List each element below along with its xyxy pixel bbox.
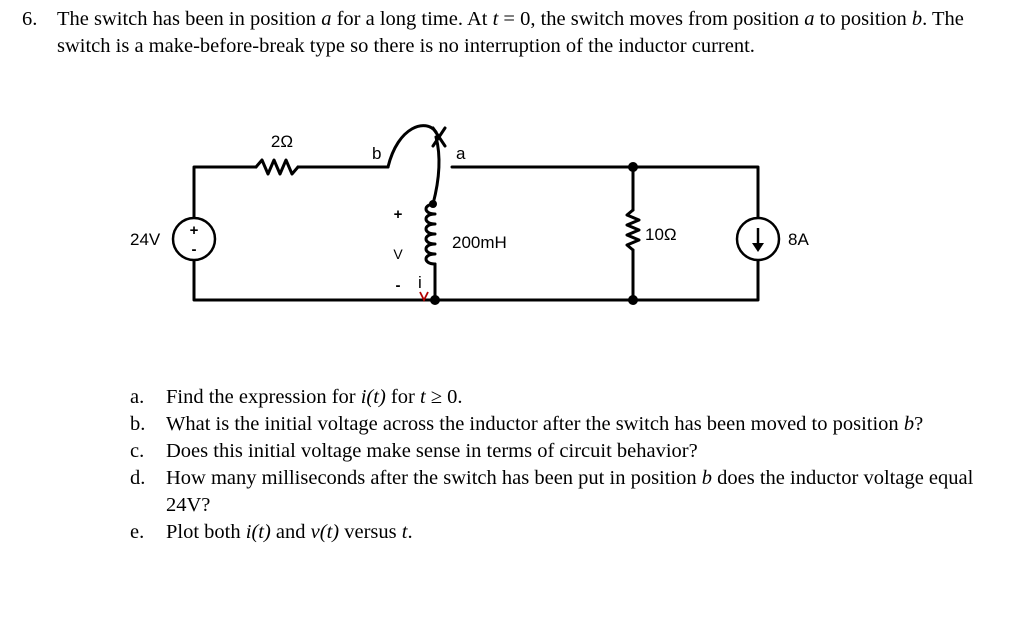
series-resistor-label: 2Ω [271,132,293,151]
problem-statement: 6. The switch has been in position a for… [22,6,1012,60]
switch-blade [386,124,438,169]
question-list: a. Find the expression for i(t) for t ≥ 0… [130,384,1010,546]
question-text: What is the initial voltage across the i… [166,413,924,435]
question-item: c. Does this initial voltage make sense i… [130,438,1010,465]
question-label: b. [130,413,146,435]
switch-pivot-dot [429,200,437,208]
current-source-arrowhead [752,243,764,252]
source-minus-sign: - [192,241,197,258]
question-item: d. How many milliseconds after the switch… [130,465,1010,519]
question-text: Plot both i(t) and v(t) versus t. [166,521,413,543]
source-voltage-label: 24V [130,230,161,249]
question-label: a. [130,386,145,408]
shunt-resistor-label: 10Ω [645,225,677,244]
current-source-label: 8A [788,230,809,249]
series-resistor [254,158,300,176]
question-item: a. Find the expression for i(t) for t ≥ 0… [130,384,1010,411]
shunt-resistor [625,208,641,252]
question-text: Find the expression for i(t) for t ≥ 0. [166,386,463,408]
question-text: Does this initial voltage make sense in … [166,440,698,462]
source-plus-sign: + [190,222,199,239]
inductor-minus-label: - [396,277,401,294]
current-i-label: i [418,273,422,292]
question-text: How many milliseconds after the switch h… [166,467,974,516]
switch-a-label: a [456,144,466,163]
switch-contact-a-mark-2 [431,126,447,148]
wire-bottom-right [433,258,760,302]
voltage-source [171,216,217,262]
switch-b-label: b [372,144,381,163]
question-label: d. [130,467,146,489]
question-item: e. Plot both i(t) and v(t) versus t. [130,519,1010,546]
wire-left-bottom [192,258,437,302]
wire-left-top [192,165,258,220]
inductance-label: 200mH [452,233,507,252]
problem-number: 6. [22,8,38,30]
current-arrow-icon [419,291,429,303]
inductor-v-label: V [393,246,403,262]
inductor-plus-label: + [394,206,403,223]
inductor-coil [424,202,437,266]
junction-dot [628,162,638,172]
switch-pivot [431,135,441,206]
wire-top-right [450,165,760,220]
question-label: c. [130,440,145,462]
question-item: b. What is the initial voltage across the… [130,411,1010,438]
question-label: e. [130,521,145,543]
junction-dot [628,295,638,305]
problem-text: The switch has been in position a for a … [57,8,964,57]
junction-dot [430,295,440,305]
